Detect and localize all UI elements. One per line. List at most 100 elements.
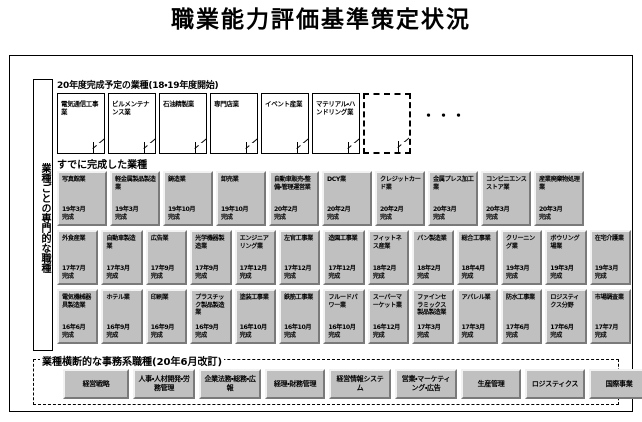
- completed-industry-date: 20年3月 完成: [486, 206, 510, 221]
- completed-industry-card[interactable]: 塗装工事業 16年10月 完成: [234, 289, 276, 344]
- completed-industry-date: 16年10月 完成: [328, 324, 356, 339]
- cross-industry-job-card[interactable]: 経理・財務管理: [265, 369, 325, 399]
- completed-industry-label: ホテル業: [106, 294, 130, 301]
- planned-industry-placeholder-card[interactable]: [363, 93, 411, 154]
- planned-industry-card[interactable]: 専門店業: [210, 93, 258, 154]
- planned-industry-card[interactable]: ビルメンテナンス業: [108, 93, 156, 154]
- completed-industry-label: 広告業: [150, 235, 169, 242]
- cross-industry-list: 経営戦略人事・人材開発・労務管理企業法務・総務・広報 経理・財務管理 経営情報システ…: [63, 369, 642, 399]
- completed-industry-label: クリーニング業: [505, 235, 535, 250]
- completed-industry-label: パン製造業: [417, 235, 447, 242]
- planned-industry-label: イベント産業: [265, 100, 303, 108]
- planned-industry-card[interactable]: 石油精製業: [159, 93, 207, 154]
- completed-industry-card[interactable]: 電気機械器具製造業 16年6月 完成: [57, 289, 99, 344]
- cross-industry-job-label: 生産管理: [477, 379, 505, 388]
- completed-industry-label: アパレル業: [461, 294, 491, 301]
- completed-industry-date: 17年9月 完成: [195, 265, 219, 280]
- cross-industry-heading: 業種横断的な事務系職種(20年6月改訂): [40, 353, 225, 368]
- completed-industry-label: ロジスティクス分野: [550, 294, 579, 309]
- planned-section-heading: 20年度完成予定の業種(18・19年度開始): [57, 81, 219, 91]
- diagram-frame: 業種ごとの専門的な職種 20年度完成予定の業種(18・19年度開始) 電気通信工…: [9, 55, 642, 412]
- completed-industry-label: スーパーマーケット業: [372, 294, 402, 309]
- cross-industry-job-card[interactable]: 国際事業: [589, 369, 642, 399]
- completed-industry-date: 17年6月 完成: [550, 324, 574, 339]
- completed-industry-card[interactable]: 広告業 17年9月 完成: [145, 230, 188, 285]
- completed-industry-date: 16年10月 完成: [239, 324, 268, 339]
- completed-industry-label: 電気機械器具製造業: [62, 294, 91, 309]
- cross-industry-job-card[interactable]: 人事・人材開発・労務管理: [133, 369, 195, 399]
- planned-industry-label: 石油精製業: [163, 100, 195, 108]
- completed-industry-label: 塗装工事業: [239, 294, 269, 301]
- completed-industry-date: 20年2月 完成: [274, 206, 298, 221]
- cross-industry-job-label: 経理・財務管理: [273, 379, 317, 388]
- completed-industry-label: 外食産業: [62, 235, 86, 242]
- planned-industry-label: 電気通信工事業: [61, 100, 99, 116]
- completed-industry-label: フィットネス産業: [372, 235, 402, 250]
- completed-industry-label: 光学機器製造業: [195, 235, 225, 250]
- planned-industry-card[interactable]: 電気通信工事業: [57, 93, 105, 154]
- completed-industry-card[interactable]: ロジスティクス分野 17年6月 完成: [545, 289, 587, 344]
- industry-category-label-box: [33, 79, 53, 351]
- completed-industry-label: 写真館業: [62, 176, 86, 183]
- completed-industry-card[interactable]: ボウリング場業 19年3月 完成: [545, 230, 587, 285]
- industry-category-label: 業種ごとの専門的な職種: [39, 163, 50, 273]
- completed-industry-date: 17年9月 完成: [150, 265, 175, 280]
- completed-industry-label: 鋳造業: [168, 176, 186, 183]
- completed-industry-card[interactable]: ホテル業 16年9月 完成: [101, 289, 143, 344]
- completed-industry-date: 16年9月 完成: [106, 324, 130, 339]
- completed-industry-date: 19年10月 完成: [221, 206, 249, 221]
- completed-industry-label: クレジットカード業: [380, 176, 421, 191]
- page-fold-icon: [297, 142, 308, 153]
- cross-industry-job-card[interactable]: 生産管理: [461, 369, 521, 399]
- cross-industry-job-card[interactable]: 経営戦略: [63, 369, 129, 399]
- planned-industry-label: 専門店業: [214, 100, 239, 108]
- planned-industry-card[interactable]: マテリアル・ハンドリング業: [312, 93, 360, 154]
- cross-industry-job-card[interactable]: ロジスティクス: [525, 369, 585, 399]
- completed-industry-date: 19年3月 完成: [550, 265, 574, 280]
- completed-industry-label: DCY業: [327, 176, 346, 183]
- cross-industry-job-card[interactable]: 営業・マーケティング・広告: [395, 369, 457, 399]
- cross-industry-job-card[interactable]: 企業法務・総務・広報: [199, 369, 261, 399]
- cross-industry-job-label: 営業・マーケティング・広告: [401, 375, 451, 392]
- completed-industry-date: 16年9月 完成: [195, 324, 219, 339]
- cross-industry-job-card[interactable]: 経営情報システム: [329, 369, 391, 399]
- completed-industry-card[interactable]: 光学機器製造業 17年9月 完成: [190, 230, 232, 285]
- planned-industry-card[interactable]: イベント産業: [261, 93, 309, 154]
- page-fold-icon: [93, 142, 104, 153]
- completed-industry-date: 16年6月 完成: [62, 324, 86, 339]
- completed-industry-label: ボウリング場業: [550, 235, 580, 250]
- completed-industry-date: 20年3月 完成: [539, 206, 563, 221]
- completed-section-heading: すでに完成した業種: [57, 160, 148, 171]
